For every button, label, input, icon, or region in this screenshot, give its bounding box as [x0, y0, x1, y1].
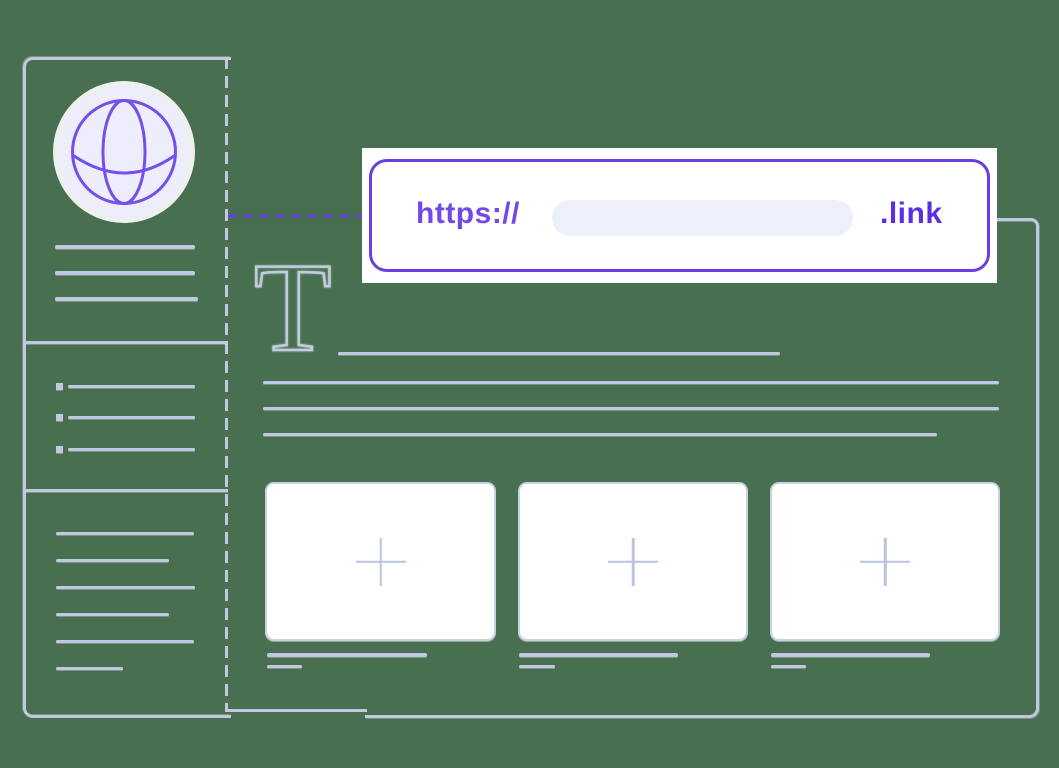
menu-item-placeholder [68, 416, 195, 419]
bullet-marker [56, 414, 63, 421]
placeholder-line [56, 613, 169, 616]
dashed-divider [225, 57, 228, 712]
tld-label: .link [880, 197, 943, 230]
add-media-card[interactable] [518, 482, 748, 641]
connection-dashes [228, 214, 364, 217]
plus-icon [883, 537, 887, 586]
placeholder-line [55, 245, 195, 249]
sidebar-section-divider [23, 489, 228, 492]
placeholder-line [56, 667, 123, 670]
bullet-marker [56, 446, 63, 453]
text-tool-glyph: T [253, 238, 333, 378]
url-bar: https:// .link [362, 148, 997, 283]
caption-placeholder-line [519, 665, 555, 668]
placeholder-line [56, 586, 195, 589]
protocol-label: https:// [416, 197, 520, 230]
caption-placeholder-line [267, 653, 427, 657]
url-input-outline [369, 159, 990, 272]
content-frame [365, 218, 1039, 718]
placeholder-line [56, 640, 194, 643]
menu-item-placeholder [68, 385, 195, 388]
globe-icon [58, 86, 190, 218]
plus-icon [379, 537, 382, 586]
paragraph-placeholder-line [263, 381, 999, 384]
caption-placeholder-line [771, 665, 806, 668]
caption-placeholder-line [771, 653, 930, 657]
domain-input[interactable] [552, 200, 853, 236]
heading-placeholder-line [338, 352, 780, 355]
paragraph-placeholder-line [263, 433, 937, 436]
add-media-card[interactable] [265, 482, 496, 641]
placeholder-line [55, 297, 198, 301]
menu-item-placeholder [68, 448, 195, 451]
placeholder-line [55, 271, 195, 275]
sidebar-panel [23, 57, 231, 718]
sidebar-section-divider [23, 341, 228, 344]
placeholder-line [56, 532, 194, 535]
bullet-marker [56, 383, 63, 390]
caption-placeholder-line [267, 665, 302, 668]
frame-bottom-edge [227, 709, 367, 712]
paragraph-placeholder-line [263, 407, 999, 410]
placeholder-line [56, 559, 169, 562]
add-media-card[interactable] [770, 482, 1000, 641]
caption-placeholder-line [519, 653, 678, 657]
plus-icon [631, 537, 635, 586]
